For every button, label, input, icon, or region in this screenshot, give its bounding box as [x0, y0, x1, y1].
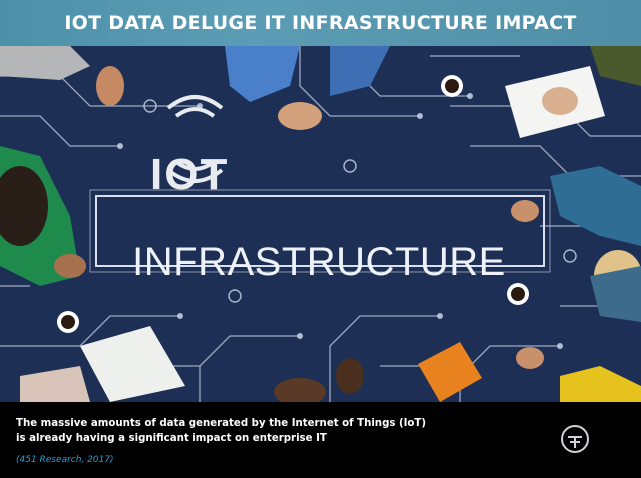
- caption-line-1: The massive amounts of data generated by…: [16, 418, 427, 429]
- header-banner: IOT DATA DELUGE IT INFRASTRUCTURE IMPACT: [0, 0, 641, 46]
- page-title: IOT DATA DELUGE IT INFRASTRUCTURE IMPACT: [64, 12, 577, 34]
- caption-panel: The massive amounts of data generated by…: [0, 402, 641, 478]
- wireless-signal-icon: [166, 95, 224, 183]
- circuit-background: [0, 46, 641, 402]
- brand-logo-icon: [561, 425, 589, 453]
- caption-text: The massive amounts of data generated by…: [16, 416, 436, 446]
- infrastructure-heading: INFRASTRUCTURE: [132, 240, 506, 284]
- illustration: IOT INFRASTRUCTURE: [0, 46, 641, 402]
- iot-heading: IOT: [150, 150, 230, 199]
- source-citation: (451 Research, 2017): [16, 455, 114, 465]
- caption-line-2: is already having a significant impact o…: [16, 433, 327, 444]
